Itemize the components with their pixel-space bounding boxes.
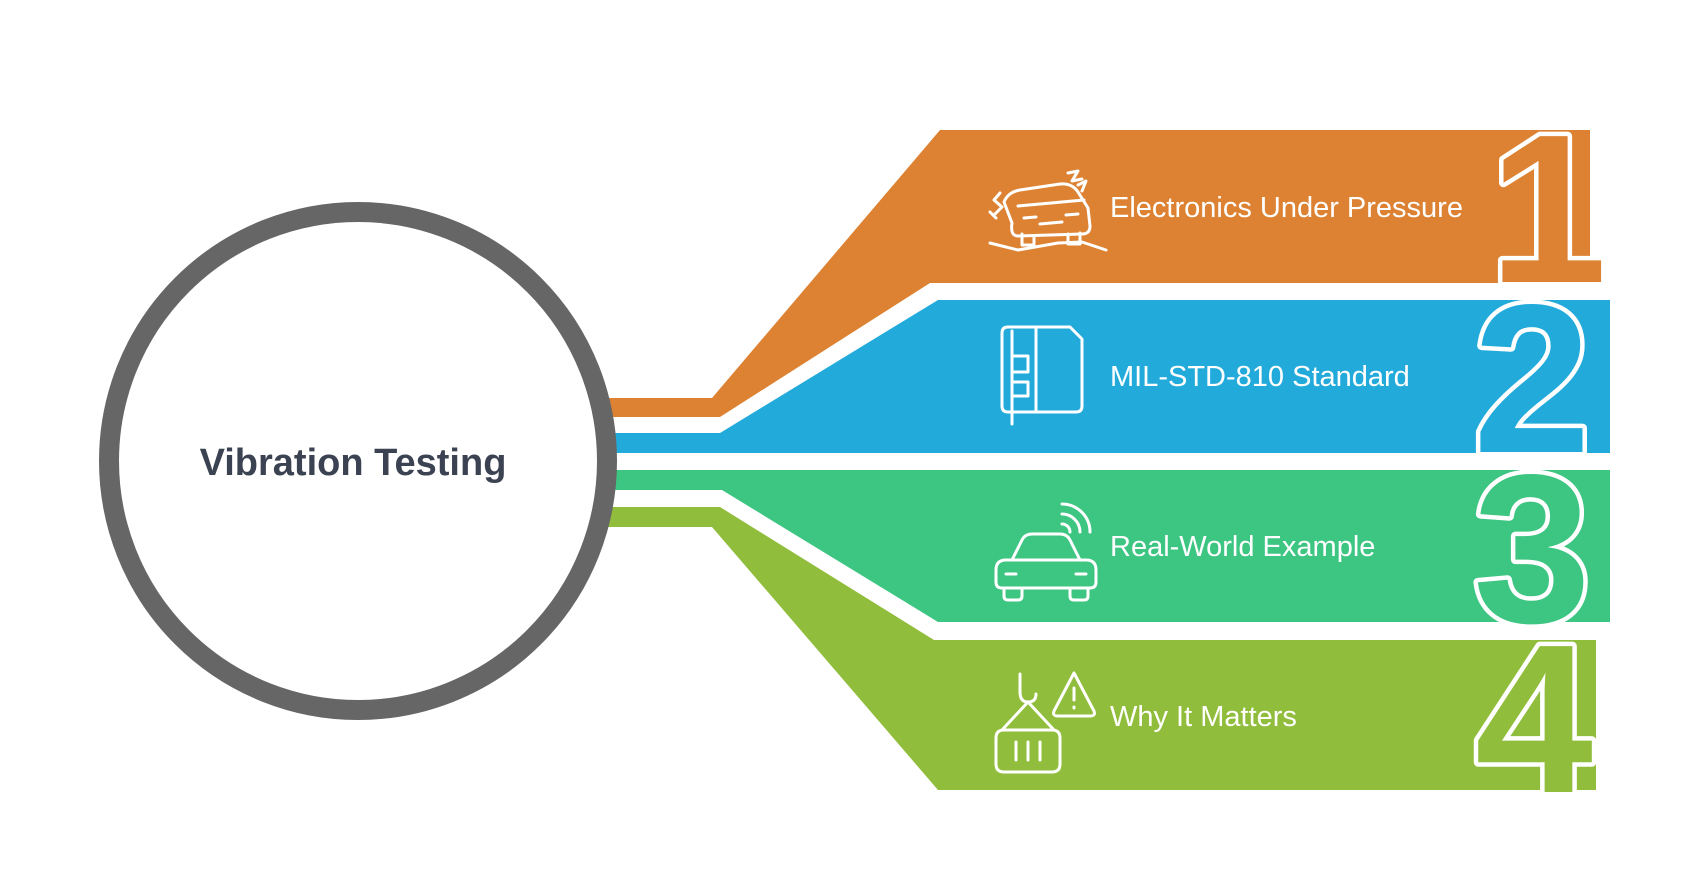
band-2-label: MIL-STD-810 Standard [1110,361,1410,393]
band-3-content: Real-World Example 3 [994,426,1595,672]
band-4-content: Why It Matters 4 [994,596,1597,842]
band-3-number: 3 [1473,430,1591,667]
band-3-label: Real-World Example [1110,531,1375,563]
band-1-shape [596,130,1590,417]
band-3-shape [596,470,1610,622]
car-skid-icon [988,169,1108,252]
band-3 [596,470,1610,622]
cargo-warning-icon [994,671,1096,774]
band-2-content: MIL-STD-810 Standard 2 [1000,256,1595,502]
band-1-label: Electronics Under Pressure [1110,192,1463,224]
hub: Vibration Testing [99,202,617,720]
band-2-number: 2 [1473,260,1591,497]
hub-title: Vibration Testing [200,442,507,484]
band-4 [596,507,1596,790]
circuit-board-icon [1000,325,1084,426]
hub-ring [99,202,617,720]
band-2-shape [596,300,1610,453]
band-4-number: 4 [1475,600,1593,837]
band-2 [596,300,1610,453]
band-4-label: Why It Matters [1110,701,1297,733]
connected-car-icon [994,502,1098,602]
band-1-content: Electronics Under Pressure 1 [988,86,1611,332]
band-1-number: 1 [1489,90,1607,327]
band-4-shape [596,507,1596,790]
band-1 [596,130,1590,417]
